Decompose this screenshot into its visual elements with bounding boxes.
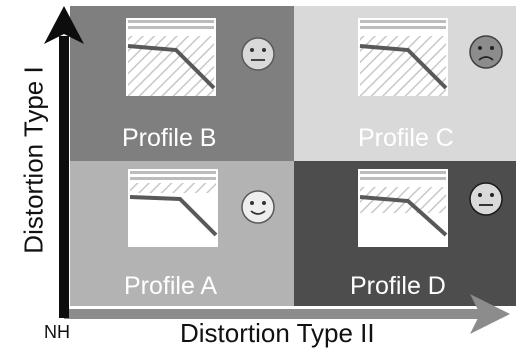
sad-face-icon — [468, 34, 504, 70]
profile-a-label: Profile A — [124, 272, 218, 300]
profile-b-curve — [127, 44, 216, 90]
profile-c-curve — [359, 44, 448, 90]
profile-a-curve — [129, 195, 218, 237]
origin-label: NH — [44, 322, 70, 342]
profile-d-plot — [358, 169, 448, 247]
x-axis-label: Distortion Type II — [180, 318, 375, 348]
profile-d-curve — [359, 195, 448, 237]
profile-b-label: Profile B — [122, 124, 217, 152]
quadrant-profile-b: Profile B — [70, 6, 294, 161]
quadrant-profile-c: Profile C — [294, 6, 516, 161]
quadrant-profile-a: Profile A — [70, 161, 294, 306]
profile-b-plot — [126, 18, 216, 96]
quadrant-profile-d: Profile D — [294, 161, 516, 306]
profile-c-plot — [358, 18, 448, 96]
y-axis-arrowhead — [44, 6, 84, 44]
profile-a-plot — [128, 169, 218, 247]
profile-c-label: Profile C — [358, 124, 454, 152]
profile-d-label: Profile D — [350, 272, 446, 300]
happy-face-icon — [240, 189, 276, 225]
neutral-face-icon — [240, 36, 276, 72]
neutral-face-icon — [468, 181, 504, 217]
y-axis-label: Distortion Type I — [18, 66, 49, 254]
x-axis-arrowhead — [470, 294, 510, 334]
